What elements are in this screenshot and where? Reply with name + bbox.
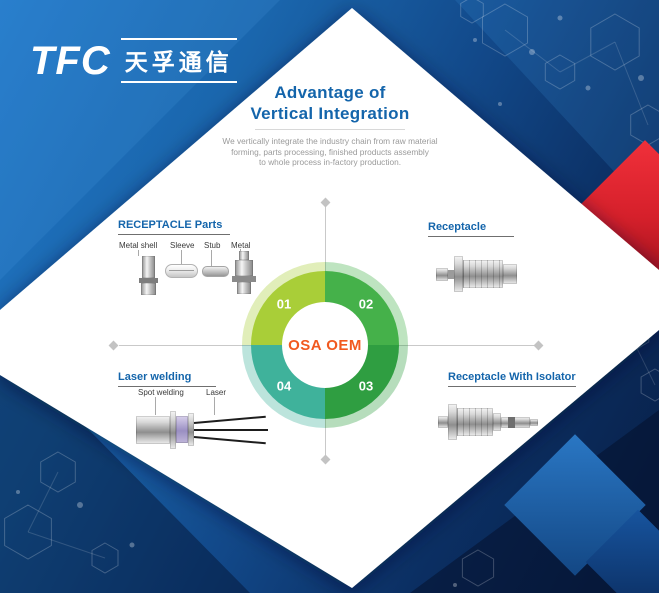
section-title-laser-welding: Laser welding — [118, 371, 216, 387]
segment-number-03: 03 — [358, 378, 374, 394]
stub-part-image — [202, 266, 229, 278]
description-line: We vertically integrate the industry cha… — [222, 136, 438, 146]
metal-shell-part-image — [138, 256, 160, 296]
part-isolator-tube — [501, 417, 530, 428]
title-line-1: Advantage of — [274, 83, 386, 102]
title-divider-line — [255, 129, 405, 130]
description-line: forming, parts processing, finished prod… — [231, 146, 429, 157]
part-flange — [448, 404, 457, 440]
logo-brand-text: TFC — [30, 38, 111, 83]
receptacle-with-isolator-part-image — [438, 396, 538, 446]
part-tip — [436, 268, 448, 281]
part-barrel — [463, 260, 503, 288]
tfc-logo: TFC 天孚通信 — [30, 38, 237, 83]
part-body — [136, 416, 170, 444]
part-body — [165, 264, 198, 278]
part-label-sleeve: Sleeve — [170, 241, 195, 250]
sleeve-part-image — [165, 264, 198, 279]
logo-brand-chinese-text: 天孚通信 — [120, 38, 237, 83]
part-tip — [239, 251, 249, 260]
part-body — [202, 266, 229, 277]
segment-number-02: 02 — [358, 296, 374, 312]
center-label: OSA OEM — [288, 336, 362, 354]
description-line: to whole process in-factory production. — [258, 157, 402, 168]
section-title-receptacle-parts: RECEPTACLE Parts — [118, 219, 230, 235]
part-cap — [530, 419, 538, 426]
page-title: Advantage of Vertical Integration — [155, 82, 505, 124]
part-base — [237, 282, 251, 294]
part-flange — [454, 256, 463, 292]
cycle-ring-center: OSA OEM — [282, 302, 368, 388]
part-label-laser: Laser — [206, 388, 227, 397]
receptacle-part-image — [436, 250, 528, 298]
part-barrel — [457, 408, 493, 436]
part-band — [508, 417, 515, 428]
intro-description: We vertically integrate the industry cha… — [155, 136, 505, 168]
part-body — [235, 260, 253, 276]
part-label-stub: Stub — [204, 241, 221, 250]
part-base — [141, 283, 156, 295]
laser-diode-part-image — [136, 400, 271, 460]
part-pin — [194, 429, 268, 431]
section-title-receptacle-with-isolator: Receptacle With Isolator — [448, 371, 576, 387]
part-glass-seal — [176, 416, 188, 443]
part-pin — [193, 436, 266, 445]
leader-line — [211, 250, 212, 266]
leader-line — [181, 250, 182, 264]
segment-number-01: 01 — [276, 296, 292, 312]
part-cap — [503, 264, 517, 284]
part-body — [142, 256, 155, 278]
part-tip — [438, 416, 448, 428]
part-step — [493, 413, 501, 431]
section-title-receptacle: Receptacle — [428, 221, 514, 237]
part-pin — [193, 415, 266, 424]
part-label-metal-shell: Metal shell — [119, 241, 158, 250]
metal-part-image — [231, 251, 258, 297]
title-line-2: Vertical Integration — [250, 104, 410, 123]
segment-number-04: 04 — [276, 378, 292, 394]
part-label-spot-welding: Spot welding — [138, 388, 184, 397]
part-slit — [169, 270, 194, 271]
